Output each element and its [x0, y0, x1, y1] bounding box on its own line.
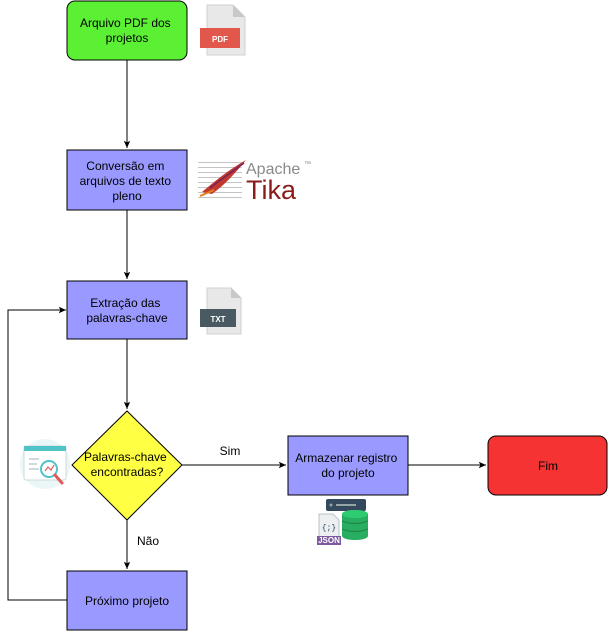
node-store-line-2: do projeto — [321, 466, 375, 480]
svg-text:Extração das palavras-ch: Extração das palavras-chave — [86, 296, 168, 325]
tika-brand-top: Apache — [246, 161, 300, 178]
node-end: Fim — [487, 435, 608, 496]
edge-next-loop-to-extraction — [7, 306, 67, 601]
edge-label-no: Não — [137, 534, 159, 548]
node-store-shape — [287, 435, 409, 496]
pdf-badge-text: PDF — [212, 35, 228, 44]
svg-text:Conversão em arquivos de: Conversão em arquivos de texto pleno — [80, 159, 175, 203]
node-next: Próximo projeto — [66, 570, 188, 631]
node-decision: Palavras-chave encontradas? — [71, 410, 183, 521]
node-decision-line-2: encontradas? — [91, 465, 164, 479]
txt-file-icon: TXT — [200, 287, 242, 335]
node-extraction-line-2: palavras-chave — [86, 311, 168, 325]
json-braces: {;} — [322, 524, 336, 533]
svg-text:Armazenar registro do pr: Armazenar registro do projeto — [295, 451, 400, 480]
tika-tm: ™ — [304, 161, 311, 168]
node-pdf-input-line-2: projetos — [106, 31, 149, 45]
node-extraction-shape — [66, 280, 188, 340]
node-extraction-line-1: Extração das — [90, 296, 160, 310]
svg-text:Fim: Fim — [538, 459, 558, 473]
node-conversion-line-3: pleno — [112, 189, 142, 203]
node-store-line-1: Armazenar registro — [295, 451, 397, 465]
json-badge-text: JSON — [318, 536, 340, 545]
node-next-line-1: Próximo projeto — [85, 594, 169, 608]
node-end-line-1: Fim — [538, 459, 558, 473]
connectors — [7, 60, 486, 601]
node-conversion-line-1: Conversão em — [86, 159, 164, 173]
node-conversion: Conversão em arquivos de texto pleno — [66, 149, 188, 211]
svg-text:Próximo projeto: Próximo projeto — [85, 594, 169, 608]
node-decision-shape — [71, 410, 183, 521]
edge-label-yes: Sim — [220, 444, 241, 458]
node-decision-line-1: Palavras-chave — [84, 450, 167, 464]
node-store: Armazenar registro do projeto — [287, 435, 409, 496]
node-extraction: Extração das palavras-chave — [66, 280, 188, 340]
search-analytics-icon — [20, 439, 70, 489]
node-conversion-shape — [66, 149, 188, 211]
svg-text:Arquivo PDF dos projetos: Arquivo PDF dos projetos — [80, 16, 174, 45]
node-pdf-input: Arquivo PDF dos projetos — [66, 0, 188, 61]
node-next-shape — [66, 570, 188, 631]
node-conversion-line-2: arquivos de texto — [80, 174, 172, 188]
node-pdf-input-shape — [66, 0, 188, 61]
node-pdf-input-line-1: Arquivo PDF dos — [80, 16, 171, 30]
txt-badge-text: TXT — [210, 315, 225, 324]
pdf-file-icon: PDF — [200, 4, 246, 56]
svg-text:Palavras-chave encontrad: Palavras-chave encontradas? — [84, 450, 170, 479]
apache-tika-logo: Apache ™ Tika — [198, 160, 311, 205]
json-database-icon: {;} JSON — [317, 499, 369, 545]
tika-brand-main: Tika — [246, 175, 297, 205]
node-end-shape — [487, 435, 608, 496]
